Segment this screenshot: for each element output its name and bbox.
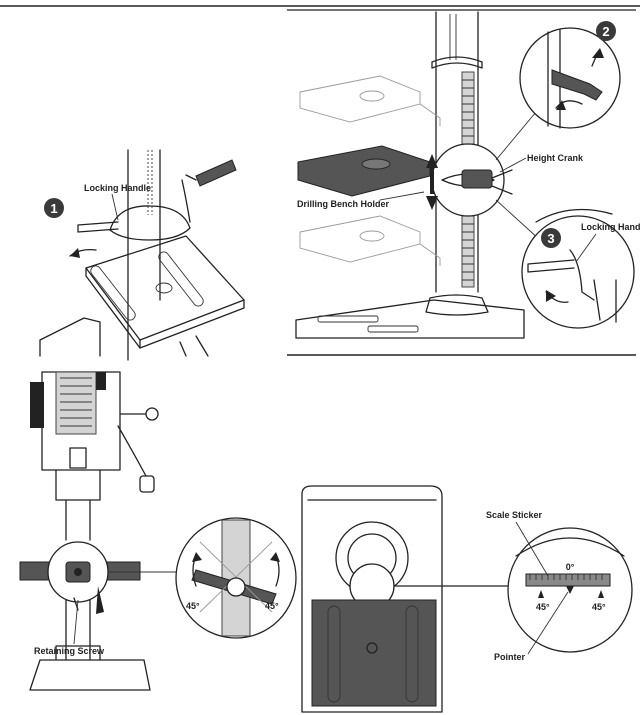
tilt-angle-right: 45° — [265, 601, 279, 611]
locking-handle-label-3: Locking Handle — [581, 222, 640, 232]
panel-2-height-adjust — [295, 11, 635, 339]
step-badge-2-number: 2 — [602, 24, 609, 39]
panel-3-drill-head — [19, 371, 297, 691]
panel-4-scale — [301, 485, 633, 713]
drilling-bench-holder-leader — [379, 191, 425, 201]
scale-sticker-label: Scale Sticker — [486, 510, 543, 520]
step-badge-3-number: 3 — [547, 231, 554, 246]
scale-bar — [525, 573, 611, 587]
drilling-bench-holder-label: Drilling Bench Holder — [297, 199, 390, 209]
locking-handle-label-1: Locking Handle — [84, 183, 151, 193]
pointer-label: Pointer — [494, 652, 526, 662]
tilt-angle-left: 45° — [186, 601, 200, 611]
height-crank-label: Height Crank — [527, 153, 584, 163]
height-crank-leader — [499, 157, 527, 173]
locking-handle-leader-3 — [575, 233, 597, 263]
step-badge-1 — [44, 198, 64, 218]
scale-angle-right: 45° — [592, 602, 606, 612]
retaining-screw-label: Retaining Screw — [34, 646, 105, 656]
scale-angle-left: 45° — [536, 602, 550, 612]
locking-handle-leader-1 — [111, 193, 119, 221]
step-badge-1-number: 1 — [50, 201, 57, 216]
pointer-leader — [527, 591, 569, 655]
scale-zero-label: 0° — [566, 562, 575, 572]
scale-sticker-leader — [515, 521, 549, 577]
step-badge-3 — [541, 228, 561, 248]
retaining-screw-leader — [73, 599, 79, 645]
panel-1-table-locking — [39, 149, 245, 361]
step-badge-2 — [596, 21, 616, 41]
